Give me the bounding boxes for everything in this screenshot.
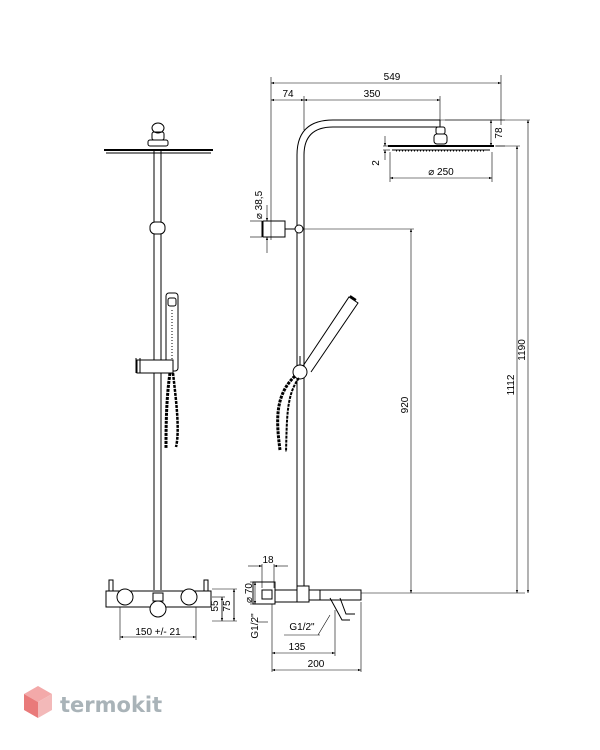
side-hose [276, 374, 300, 453]
dim-wall-offset: 74 [282, 89, 294, 100]
side-riser-and-arm [296, 119, 441, 593]
dim-height-1112: 1112 [506, 374, 517, 395]
dim-inlet-thread: G1/2" [250, 613, 261, 639]
front-view [104, 122, 237, 640]
dim-mixer-75: 75 [222, 600, 233, 612]
side-hand-shower [292, 295, 359, 380]
dimension-lines [120, 75, 530, 672]
front-mixer [105, 579, 237, 640]
dim-outlet-thread: G1/2" [289, 622, 315, 633]
dim-head-thickness: 2 [371, 160, 382, 166]
dim-centers: 150 +/- 21 [135, 627, 181, 638]
side-shower-head [388, 126, 494, 152]
dim-slide-height: 920 [400, 396, 411, 413]
side-wall-bracket [261, 220, 304, 238]
front-shower-head [104, 122, 213, 154]
dimension-labels: 549 74 350 78 2 ⌀ 250 ⌀ 38,5 920 1112 11… [135, 72, 528, 670]
dim-head-height: 78 [494, 127, 505, 139]
dim-total-reach: 549 [384, 72, 401, 83]
dim-spout-135: 135 [289, 642, 306, 653]
dim-mixer-diameter: ⌀ 70 [244, 583, 255, 603]
brand-logo: termokit [24, 686, 162, 718]
side-view [252, 119, 494, 621]
dim-height-1190: 1190 [517, 339, 528, 361]
dim-arm-length: 350 [364, 89, 381, 100]
brand-name: termokit [60, 693, 162, 717]
dim-head-diameter: ⌀ 250 [428, 167, 454, 178]
front-hand-shower [135, 292, 179, 374]
dim-mixer-depth: 18 [262, 555, 274, 566]
dim-bracket-diameter: ⌀ 38,5 [254, 190, 265, 219]
front-hose [164, 372, 179, 449]
side-mixer [252, 581, 362, 621]
cube-logo-icon [24, 686, 52, 718]
dim-mixer-55: 55 [210, 600, 221, 612]
dim-spout-200: 200 [308, 659, 325, 670]
